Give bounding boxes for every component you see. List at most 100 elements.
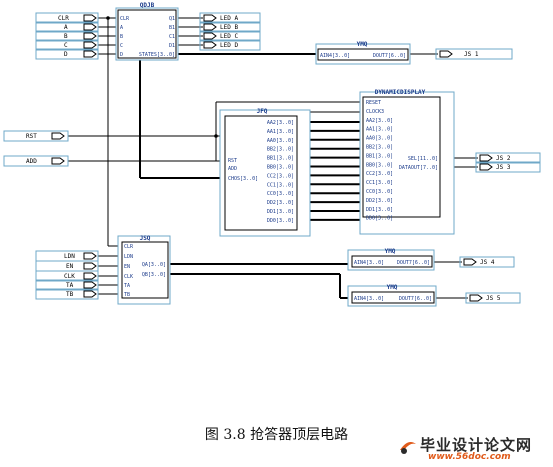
qdjb-pin-b1: B1 xyxy=(169,25,175,31)
svg-text:CLR: CLR xyxy=(58,15,69,22)
qdjb-pin-clr: CLR xyxy=(120,16,130,22)
input-port-c[interactable]: C xyxy=(35,39,99,51)
svg-text:ADD: ADD xyxy=(26,158,37,165)
input-port-rst[interactable]: RST xyxy=(3,130,69,142)
svg-text:LED B: LED B xyxy=(220,24,238,31)
dyn-out-sel: SEL[11..0] xyxy=(408,156,438,162)
jfq-out-pin: AA0[3..0] xyxy=(267,138,294,144)
dyn-pin: BB2[3..0] xyxy=(366,145,393,151)
output-port-led-d[interactable]: LED D xyxy=(199,39,261,51)
dyn-pin: AA2[3..0] xyxy=(366,118,393,124)
input-port-b[interactable]: B xyxy=(35,30,99,42)
output-port-led-b[interactable]: LED B xyxy=(199,21,261,33)
dyn-pin: BB0[3..0] xyxy=(366,162,393,168)
watermark-title: 毕业设计论文网 xyxy=(420,436,533,454)
jfq-block[interactable]: JFQ RST ADD CHOS[3..0] AA2[3..0]AA1[3..0… xyxy=(219,108,311,237)
qdjb-pin-c1: C1 xyxy=(169,34,175,40)
input-port-clk[interactable]: CLK xyxy=(35,270,99,282)
watermark: 毕业设计论文网 www.56doc.com xyxy=(398,432,548,464)
jfq-out-pin: AA2[3..0] xyxy=(267,120,294,126)
svg-text:AIN4[3..0]: AIN4[3..0] xyxy=(354,296,384,302)
input-port-clr[interactable]: CLR xyxy=(35,12,99,24)
output-port-js2[interactable]: JS 2 xyxy=(475,152,541,164)
svg-text:B: B xyxy=(64,33,68,40)
dyn-pin: CC2[3..0] xyxy=(366,171,393,177)
output-port-led-a[interactable]: LED A xyxy=(199,12,261,24)
jfq-out-pin: CC2[3..0] xyxy=(267,173,294,179)
svg-text:C: C xyxy=(64,42,68,49)
svg-text:CLK: CLK xyxy=(124,274,133,280)
svg-text:JS 3: JS 3 xyxy=(496,164,511,171)
qdjb-pin-q1: Q1 xyxy=(169,16,175,22)
svg-text:JS 5: JS 5 xyxy=(486,295,501,302)
jfq-out-pin: CC1[3..0] xyxy=(267,182,294,188)
output-port-js4[interactable]: JS 4 xyxy=(459,256,515,268)
jfq-out-pin: DD0[3..0] xyxy=(267,218,294,224)
qdjb-pin-d1: D1 xyxy=(169,43,175,49)
svg-text:LED A: LED A xyxy=(220,15,238,22)
svg-text:RST: RST xyxy=(26,133,37,140)
qdjb-pin-c: C xyxy=(120,43,123,49)
svg-text:CLK: CLK xyxy=(64,273,75,280)
input-port-ta[interactable]: TA xyxy=(35,279,99,291)
svg-text:YMQ: YMQ xyxy=(387,284,398,291)
dyn-pin: DD1[3..0] xyxy=(366,207,393,213)
svg-text:DOUT7[6..0]: DOUT7[6..0] xyxy=(399,296,432,302)
svg-text:LDN: LDN xyxy=(124,254,133,260)
ymq1-out: DOUT7[6..0] xyxy=(373,53,406,59)
figure-caption: 图 3.8 抢答器顶层电路 xyxy=(204,427,349,443)
dyn-title: DYNAMICDISPLAY xyxy=(375,89,426,96)
jfq-pin-chos: CHOS[3..0] xyxy=(228,176,258,182)
watermark-url: www.56doc.com xyxy=(428,452,511,462)
svg-text:QA[3..0]: QA[3..0] xyxy=(142,262,166,268)
svg-text:TB: TB xyxy=(124,292,130,298)
ymq1-block[interactable]: YMQ AIN4[3..0] DOUT7[6..0] xyxy=(315,41,411,65)
svg-text:TB: TB xyxy=(66,291,74,298)
jsq-title: JSQ xyxy=(140,235,151,242)
dyn-pin: CC0[3..0] xyxy=(366,189,393,195)
output-port-js3[interactable]: JS 3 xyxy=(475,161,541,173)
input-port-d[interactable]: D xyxy=(35,48,99,60)
watermark-logo-icon xyxy=(400,442,416,454)
svg-text:EN: EN xyxy=(66,263,74,270)
svg-text:YMQ: YMQ xyxy=(385,248,396,255)
jsq-input-ports: LDN EN CLK TA TB xyxy=(35,250,99,300)
input-port-en[interactable]: EN xyxy=(35,260,99,272)
input-port-tb[interactable]: TB xyxy=(35,288,99,300)
jfq-out-pin: BB0[3..0] xyxy=(267,165,294,171)
output-port-js1[interactable]: JS 1 xyxy=(435,48,513,60)
svg-text:EN: EN xyxy=(124,264,130,270)
dyn-pin: AA1[3..0] xyxy=(366,127,393,133)
jfq-out-pin: AA1[3..0] xyxy=(267,129,294,135)
svg-text:JS 2: JS 2 xyxy=(496,155,511,162)
dyn-pin: RESET xyxy=(366,100,381,106)
ymq3-block[interactable]: YMQ AIN4[3..0] DOUT7[6..0] xyxy=(347,284,437,307)
output-port-js5[interactable]: JS 5 xyxy=(465,292,521,304)
svg-text:JS 1: JS 1 xyxy=(464,51,479,58)
svg-text:TA: TA xyxy=(124,283,130,289)
svg-text:LDN: LDN xyxy=(64,253,75,260)
svg-text:TA: TA xyxy=(66,282,74,289)
input-port-ldn[interactable]: LDN xyxy=(35,250,99,262)
input-port-a[interactable]: A xyxy=(35,21,99,33)
ymq1-title: YMQ xyxy=(357,41,368,48)
output-port-led-c[interactable]: LED C xyxy=(199,30,261,42)
jfq-out-pin: DD2[3..0] xyxy=(267,200,294,206)
svg-text:DOUT7[6..0]: DOUT7[6..0] xyxy=(397,260,430,266)
ymq2-block[interactable]: YMQ AIN4[3..0] DOUT7[6..0] xyxy=(347,248,435,271)
dynamic-display-block[interactable]: DYNAMICDISPLAY RESETCLOCK3AA2[3..0]AA1[3… xyxy=(359,89,455,235)
dyn-pin: BB1[3..0] xyxy=(366,153,393,159)
jsq-block[interactable]: JSQ CLR LDN EN CLK TA TB QA[3..0] QB[3..… xyxy=(117,235,171,305)
dyn-pin: DD0[3..0] xyxy=(366,216,393,222)
svg-text:AIN4[3..0]: AIN4[3..0] xyxy=(354,260,384,266)
qdjb-block[interactable]: QDJB CLR A B C D Q1 B1 C1 D1 STATES[3..0… xyxy=(115,2,179,61)
jfq-out-pin: BB2[3..0] xyxy=(267,147,294,153)
qdjb-pin-b: B xyxy=(120,34,123,40)
input-port-add[interactable]: ADD xyxy=(3,155,69,167)
svg-text:JS 4: JS 4 xyxy=(480,259,495,266)
svg-text:LED D: LED D xyxy=(220,42,238,49)
svg-text:LED C: LED C xyxy=(220,33,238,40)
jfq-title: JFQ xyxy=(257,108,268,115)
qdjb-pin-a: A xyxy=(120,25,123,31)
